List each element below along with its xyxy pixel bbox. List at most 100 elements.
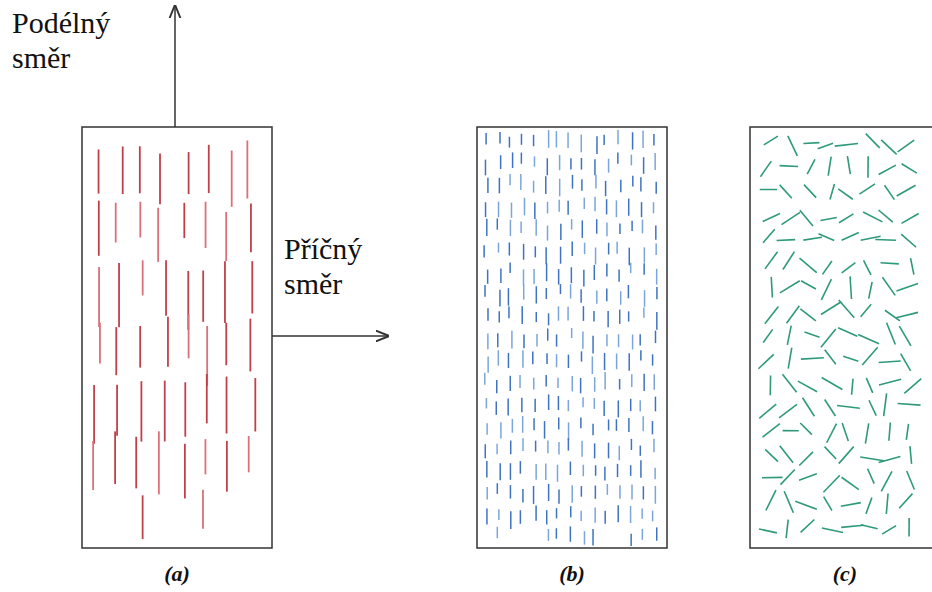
fiber [616,419,618,431]
fiber [764,136,778,145]
fiber [864,260,871,274]
fiber [620,180,622,192]
fiber [858,334,879,343]
fiber [139,146,141,193]
fiber [584,531,586,544]
fiber [118,263,120,327]
fiber [581,179,583,191]
fiber [898,140,915,152]
fiber [487,334,489,350]
fiber [115,203,117,243]
fiber [617,505,619,522]
direction-label: Příčný směr [284,232,404,301]
fiber [881,140,896,154]
fiber [821,329,836,347]
fiber [592,424,594,436]
fiber [520,461,522,474]
fiber [521,306,523,324]
fiber [798,381,817,392]
fiber [906,424,908,440]
fiber [508,288,510,305]
fiber [188,314,190,358]
fiber [499,463,501,480]
fiber [535,505,537,520]
fiber [780,165,798,168]
fiber [620,291,622,304]
fiber [159,154,161,205]
fiber [582,220,584,237]
fiber [654,468,656,479]
fiber [523,269,525,285]
fiber [533,378,535,390]
fiber [567,201,569,215]
fiber [640,460,642,477]
fiber [595,465,597,475]
fiber [520,510,522,524]
fiber [758,354,773,368]
fiber [251,261,253,313]
fiber [765,306,779,323]
fiber [886,493,888,514]
fiber [842,423,848,441]
fiber [606,289,608,302]
fiber [654,153,656,170]
fiber [655,182,657,194]
fiber [866,134,880,148]
fiber [202,490,204,529]
fiber [639,334,641,345]
fiber [498,350,500,365]
fiber [901,234,916,247]
fiber [763,424,780,437]
fiber [867,156,869,178]
fiber [907,471,915,490]
fiber [99,323,101,364]
fiber [583,270,585,287]
fiber [608,243,610,255]
fiber [184,382,186,436]
fiber [225,212,227,261]
fiber [879,379,901,385]
fiber [595,174,597,188]
fiber [604,372,606,389]
fiber [510,376,512,391]
fiber [522,489,524,502]
fiber [511,203,513,218]
fiber [630,263,632,273]
fiber [509,137,511,148]
fiber [803,398,815,417]
fiber [884,185,894,199]
fiber [548,484,550,501]
fiber [787,306,800,324]
fiber [593,311,595,321]
fiber [607,311,609,327]
fiber [570,506,572,517]
fiber [558,269,560,284]
fiber [248,436,250,472]
fiber [485,202,487,217]
fiber [523,335,525,349]
fiber [512,152,514,168]
fiber [819,234,835,241]
fiber [882,277,895,295]
fiber [641,202,643,217]
fiber [249,319,251,372]
fiber [485,133,487,144]
fiber [908,518,910,537]
fiber [787,326,791,345]
fiber [122,146,124,194]
fiber [511,331,513,349]
fiber [546,288,548,299]
fiber [763,329,772,342]
fiber [510,511,512,529]
fiber [139,326,141,368]
fiber [795,501,817,509]
fiber [881,471,892,491]
fiber [568,400,570,411]
fiber [653,202,655,213]
fiber [769,376,771,396]
fiber [592,356,594,374]
fiber [825,350,836,365]
fiber [780,185,792,198]
fiber [631,439,633,450]
fiber [822,261,831,274]
